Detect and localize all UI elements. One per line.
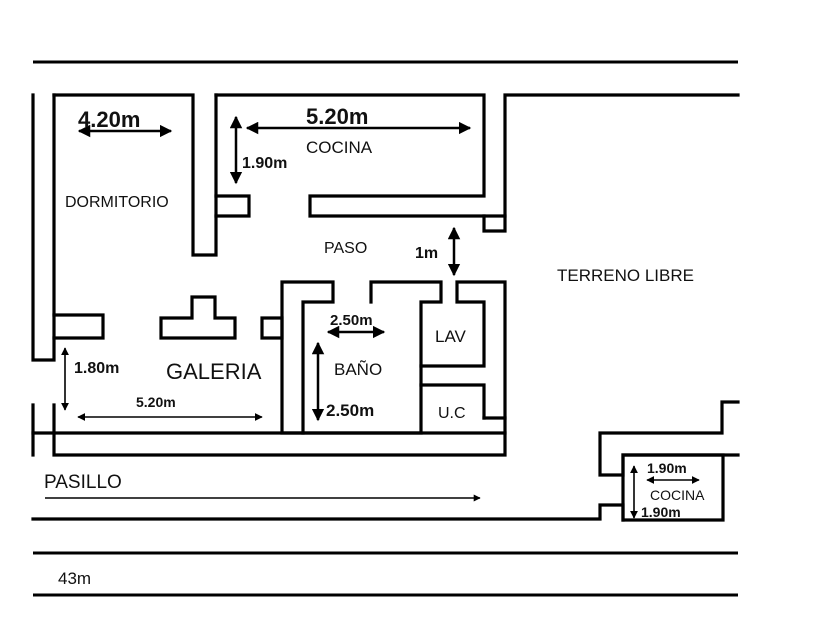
dim-bano-width: 2.50m	[330, 312, 373, 329]
wall-dormitorio	[52, 93, 218, 257]
wall-pasillo-top	[31, 503, 625, 522]
wall-uc	[52, 383, 507, 457]
label-cocina: COCINA	[306, 138, 373, 157]
wall-galeria-right-stub	[260, 316, 284, 340]
wall-cocina-left-return	[214, 194, 251, 218]
dim-cocina-small-width: 1.90m	[647, 460, 687, 476]
wall-dormitorio-lower	[52, 313, 105, 340]
label-cocina-small: COCINA	[650, 487, 705, 503]
label-paso: PASO	[324, 240, 367, 257]
dim-paso-width: 1m	[415, 245, 438, 262]
dim-galeria-depth: 1.80m	[74, 360, 119, 377]
wall-column-galeria	[159, 295, 237, 340]
label-galeria: GALERIA	[166, 359, 262, 384]
label-terreno-libre: TERRENO LIBRE	[557, 266, 694, 285]
wall-outer-left	[31, 93, 56, 362]
dim-cocina-small-depth: 1.90m	[641, 504, 681, 520]
wall-outer-left-lower	[31, 403, 56, 435]
wall-lav	[419, 280, 507, 435]
dim-bano-depth: 2.50m	[326, 401, 374, 420]
dim-dormitorio-width: 4.20m	[78, 107, 140, 132]
dim-cocina-width: 5.20m	[306, 104, 368, 129]
label-pasillo: PASILLO	[44, 472, 122, 493]
wall-paso-right-notch	[482, 214, 507, 233]
label-bano: BAÑO	[334, 360, 382, 379]
label-uc: U.C	[438, 405, 466, 422]
label-lav: LAV	[435, 327, 467, 346]
label-dormitorio: DORMITORIO	[65, 194, 169, 211]
wall-cocina	[214, 93, 740, 218]
wall-small-cocina	[621, 453, 725, 522]
dim-total-length: 43m	[58, 569, 91, 588]
dim-cocina-depth: 1.90m	[242, 155, 287, 172]
dim-galeria-width: 5.20m	[136, 394, 176, 410]
